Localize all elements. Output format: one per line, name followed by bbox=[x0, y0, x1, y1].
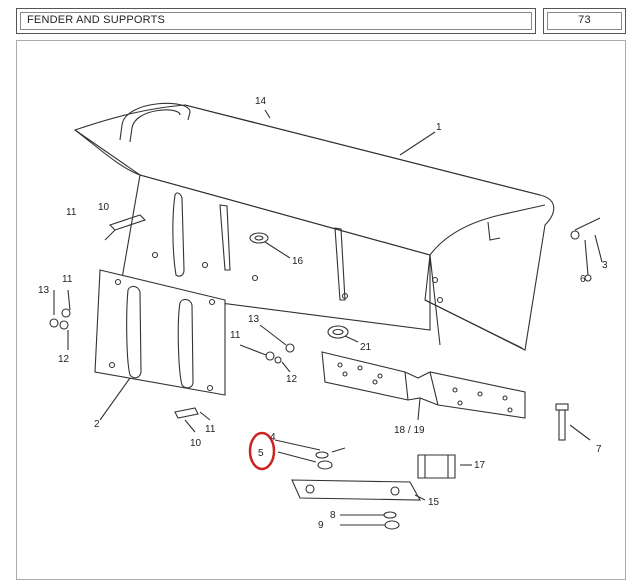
header-title-box: FENDER AND SUPPORTS bbox=[16, 8, 536, 34]
callout-21: 21 bbox=[360, 342, 372, 353]
washer-21 bbox=[327, 325, 349, 339]
bracket-18-19 bbox=[321, 351, 526, 421]
callout-15: 15 bbox=[428, 497, 440, 508]
page-number: 73 bbox=[578, 14, 591, 26]
callout-11-mid: 11 bbox=[230, 330, 241, 341]
header-page-box: 73 bbox=[543, 8, 626, 34]
callout-10-bottom: 10 bbox=[190, 438, 202, 449]
callout-9: 9 bbox=[318, 520, 324, 531]
callout-17: 17 bbox=[474, 460, 486, 471]
fender-part bbox=[73, 102, 555, 351]
callout-7: 7 bbox=[596, 444, 602, 455]
callout-12-right: 12 bbox=[286, 374, 298, 385]
callout-11-bottom: 11 bbox=[205, 424, 216, 435]
highlight-circle bbox=[248, 431, 276, 471]
callout-4: 4 bbox=[270, 432, 276, 443]
callout-3: 3 bbox=[602, 260, 608, 271]
callout-2: 2 bbox=[94, 419, 100, 430]
callout-6: 6 bbox=[580, 274, 586, 285]
plate-15 bbox=[291, 479, 426, 501]
callout-14: 14 bbox=[255, 96, 267, 107]
callout-16: 16 bbox=[292, 256, 304, 267]
callout-8: 8 bbox=[330, 510, 336, 521]
washer-16 bbox=[249, 232, 269, 244]
page-title: FENDER AND SUPPORTS bbox=[27, 14, 166, 26]
callout-1: 1 bbox=[436, 122, 442, 133]
bolt-7 bbox=[555, 403, 591, 441]
diagram-frame bbox=[16, 40, 626, 580]
callout-10-top: 10 bbox=[98, 202, 110, 213]
callout-12-left: 12 bbox=[58, 354, 70, 365]
callout-18-19: 18 / 19 bbox=[394, 425, 425, 436]
callout-11-left: 11 bbox=[62, 274, 73, 285]
callout-13-left: 13 bbox=[38, 285, 50, 296]
callout-11-top: 11 bbox=[66, 207, 77, 218]
support-plate-2 bbox=[94, 269, 226, 421]
callout-13-mid: 13 bbox=[248, 314, 260, 325]
callout-5: 5 bbox=[258, 448, 264, 459]
spacer-17 bbox=[417, 454, 472, 479]
